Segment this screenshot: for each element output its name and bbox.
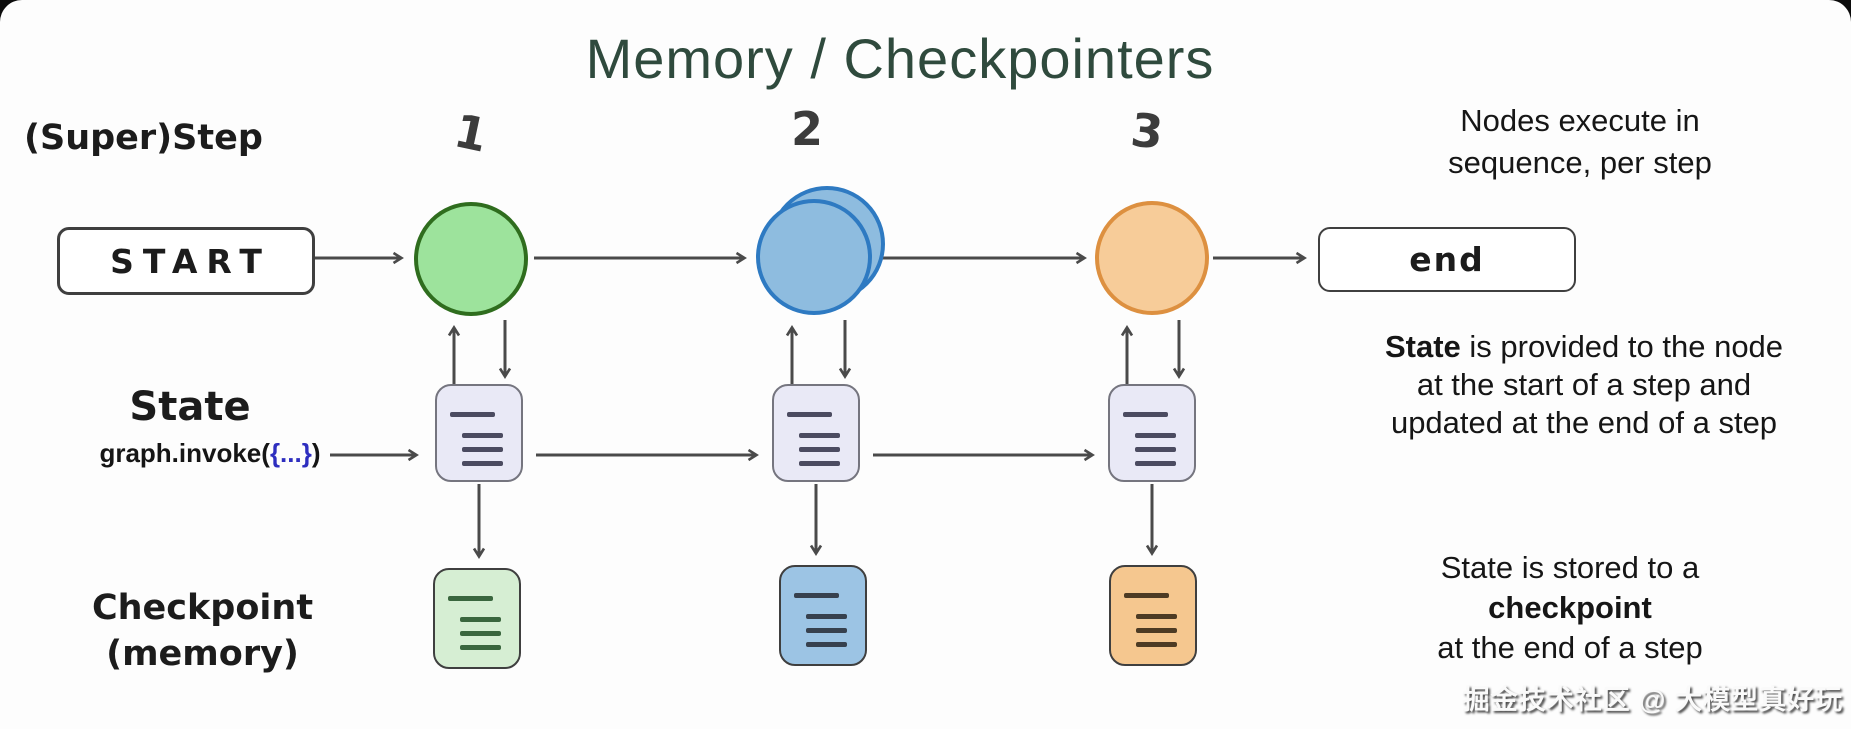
start-label: START <box>110 241 271 281</box>
state-label: State <box>129 384 251 430</box>
note-state-bold: State <box>1384 329 1461 364</box>
note-sequence-line2: sequence, per step <box>1448 145 1712 180</box>
note-state-line2: at the start of a step and <box>1416 367 1752 402</box>
checkpoint-label: Checkpoint (memory) <box>70 585 335 677</box>
code-braces: {...} <box>269 438 312 468</box>
note-checkpoint: State is stored to a checkpoint at the e… <box>1340 548 1800 668</box>
step-number-2: 2 <box>790 102 823 156</box>
note-checkpoint-line1: State is stored to a <box>1440 550 1700 585</box>
node-step3-circle <box>1095 201 1209 315</box>
watermark: 掘金技术社区 @ 大模型真好玩 <box>1462 685 1843 715</box>
node-step2-circle <box>756 199 872 315</box>
superstep-label: (Super)Step <box>24 118 263 158</box>
checkpoint-box-3 <box>1109 565 1197 666</box>
note-state: State is provided to the node at the sta… <box>1320 328 1848 442</box>
graph-invoke-code: graph.invoke({...}) <box>98 438 322 469</box>
start-node: START <box>57 227 315 295</box>
note-checkpoint-bold: checkpoint <box>1488 590 1652 625</box>
note-checkpoint-line3: at the end of a step <box>1437 630 1703 665</box>
end-node: end <box>1318 227 1576 292</box>
step-number-1: 1 <box>449 103 493 163</box>
note-sequence: Nodes execute in sequence, per step <box>1350 100 1810 184</box>
note-state-line1: State is provided to the node <box>1320 328 1848 366</box>
state-box-3 <box>1108 384 1196 482</box>
state-box-1 <box>435 384 523 482</box>
step-number-3: 3 <box>1128 102 1166 160</box>
checkpoint-box-1 <box>433 568 521 669</box>
checkpoint-label-line2: (memory) <box>106 634 299 674</box>
checkpoint-label-line1: Checkpoint <box>91 588 314 628</box>
code-suffix: ) <box>311 438 321 468</box>
node-step1-circle <box>414 202 528 316</box>
code-prefix: graph.invoke( <box>99 438 270 468</box>
page-title: Memory / Checkpointers <box>585 27 1215 90</box>
note-sequence-line1: Nodes execute in <box>1460 103 1700 138</box>
note-state-line3: updated at the end of a step <box>1390 405 1778 440</box>
end-label: end <box>1409 240 1485 279</box>
checkpoint-box-2 <box>779 565 867 666</box>
note-state-line1-rest: is provided to the node <box>1460 329 1784 364</box>
state-box-2 <box>772 384 860 482</box>
